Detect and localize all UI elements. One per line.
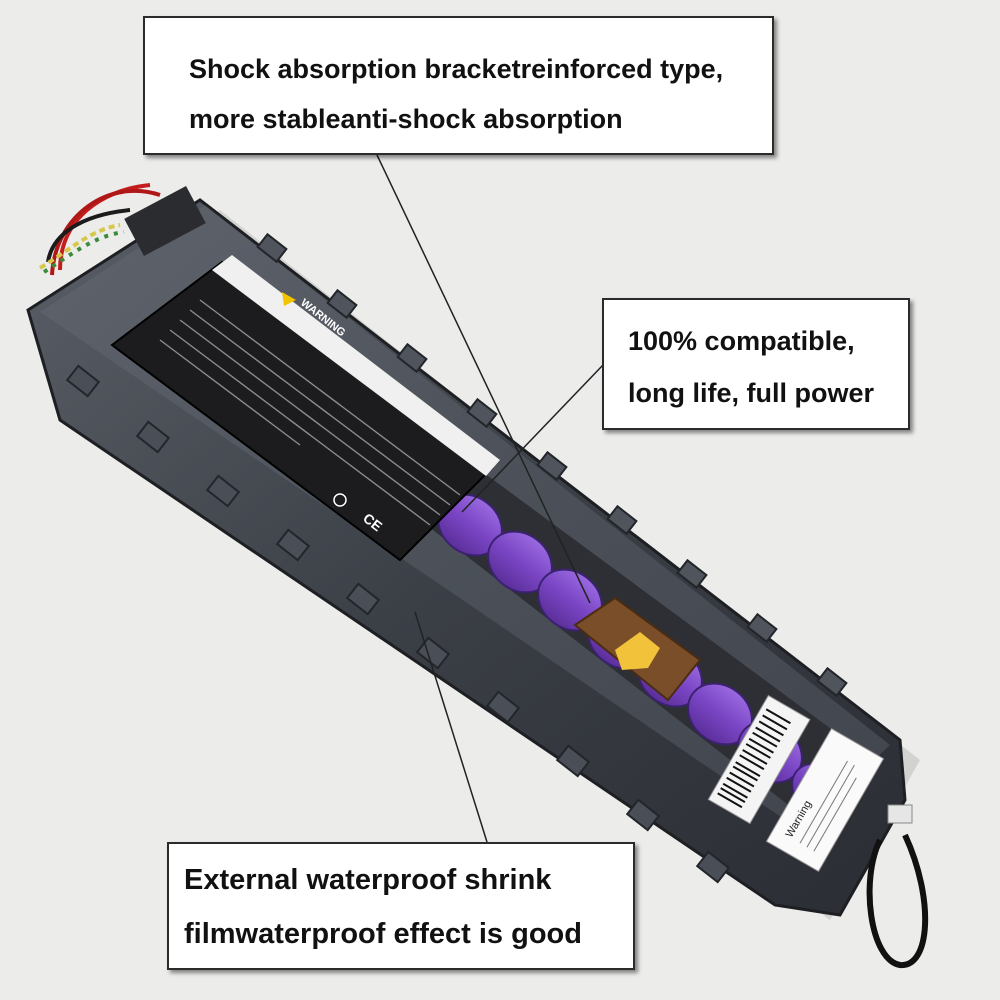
wires (38, 183, 161, 276)
end-connector (887, 804, 913, 824)
bracket-ridges-top (256, 232, 848, 698)
cable-loop (866, 833, 929, 969)
yellow-tag (615, 632, 660, 670)
leader-lines (376, 154, 604, 843)
label-text-lines (159, 299, 461, 526)
callout-shock-absorption-line1: Shock absorption bracketreinforced type, (189, 54, 724, 84)
warning-sticker: Warning (765, 728, 885, 872)
callout-shock-absorption: Shock absorption bracketreinforced type,… (143, 16, 774, 155)
barcode-sticker (707, 694, 811, 825)
callout-waterproof: External waterproof shrink filmwaterproo… (167, 842, 635, 970)
callout-shock-absorption-line2: more stableanti-shock absorption (189, 104, 623, 134)
callout-compatible-line2: long life, full power (628, 378, 874, 408)
warning-triangle-icon (282, 292, 296, 306)
warning-label-stripe (212, 255, 500, 476)
bracket-ridges (65, 364, 731, 884)
callout-compatible-line1: 100% compatible, (628, 326, 855, 356)
callout-waterproof-line2: filmwaterproof effect is good (184, 918, 582, 950)
connector-block (124, 186, 206, 256)
callout-waterproof-line1: External waterproof shrink (184, 864, 552, 896)
callout-compatible: 100% compatible, long life, full power (602, 298, 910, 430)
recycle-icon (333, 493, 347, 507)
